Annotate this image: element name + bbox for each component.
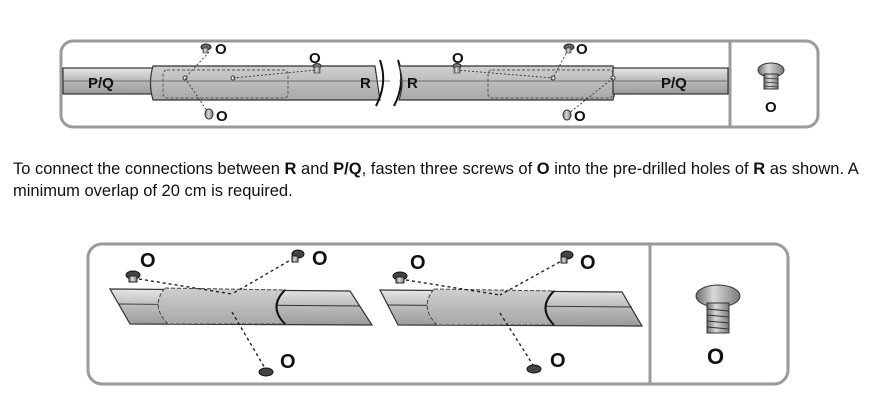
screw-label: O: [574, 108, 586, 125]
instruction-part: , fasten three screws of: [361, 160, 537, 178]
left-connector-sleeve: [149, 65, 381, 101]
screw-icon: [560, 250, 574, 264]
screw-icon: [200, 43, 212, 54]
joint-right: O O O: [379, 250, 644, 374]
right-rail-label: P/Q: [661, 75, 687, 92]
screw-icon: [452, 63, 462, 74]
right-connector-label: R: [407, 75, 418, 92]
screw-icon: [563, 43, 575, 54]
left-rail-label: P/Q: [88, 75, 114, 92]
legend-screw-icon: [757, 62, 785, 90]
legend-screw-icon: [695, 284, 741, 334]
screw-label: O: [576, 41, 588, 58]
screw-label: O: [309, 50, 321, 67]
joint-left: O O O: [108, 248, 374, 377]
instruction-part: and: [296, 160, 334, 178]
legend-screw-label: O: [765, 99, 777, 116]
screw-label: O: [550, 350, 566, 372]
instruction-r: R: [284, 160, 297, 178]
screw-label: O: [452, 50, 464, 67]
top-diagram: P/Q P/Q R R O O O O O O O: [59, 39, 820, 129]
screw-label: O: [280, 351, 296, 373]
screw-label: O: [312, 248, 328, 270]
screw-label: O: [140, 250, 156, 272]
left-break-mark: [375, 59, 385, 107]
screw-icon: [291, 249, 305, 263]
instruction-o: O: [536, 160, 550, 178]
instruction-part: into the pre-drilled holes of: [549, 160, 754, 178]
left-overlap-zone: [162, 69, 289, 99]
right-connector-sleeve: [398, 65, 617, 101]
screw-label: O: [215, 41, 227, 58]
legend-screw-label: O: [707, 344, 724, 369]
left-connector-label: R: [360, 75, 371, 92]
bottom-diagram: O O O O O O: [86, 242, 790, 386]
instruction-part: as shown. A minimum overlap of 20 cm is …: [13, 160, 858, 200]
right-overlap-zone: [487, 69, 614, 99]
screw-icon: [526, 364, 542, 374]
right-break-mark: [393, 59, 403, 107]
screw-icon: [204, 108, 214, 120]
screw-icon: [125, 270, 141, 283]
instruction-text: To connect the connections between R and…: [13, 158, 893, 202]
screw-guides: [184, 49, 614, 115]
screw-label: O: [410, 252, 426, 274]
screw-icon: [312, 63, 322, 74]
screw-icon: [392, 271, 408, 284]
instruction-pq: P/Q: [333, 160, 362, 178]
instruction-part: To connect the connections between: [13, 160, 285, 178]
screw-label: O: [580, 252, 596, 274]
screw-icon: [562, 109, 572, 121]
screw-label: O: [216, 108, 228, 125]
screw-icon: [258, 367, 274, 377]
instruction-r2: R: [753, 160, 766, 178]
